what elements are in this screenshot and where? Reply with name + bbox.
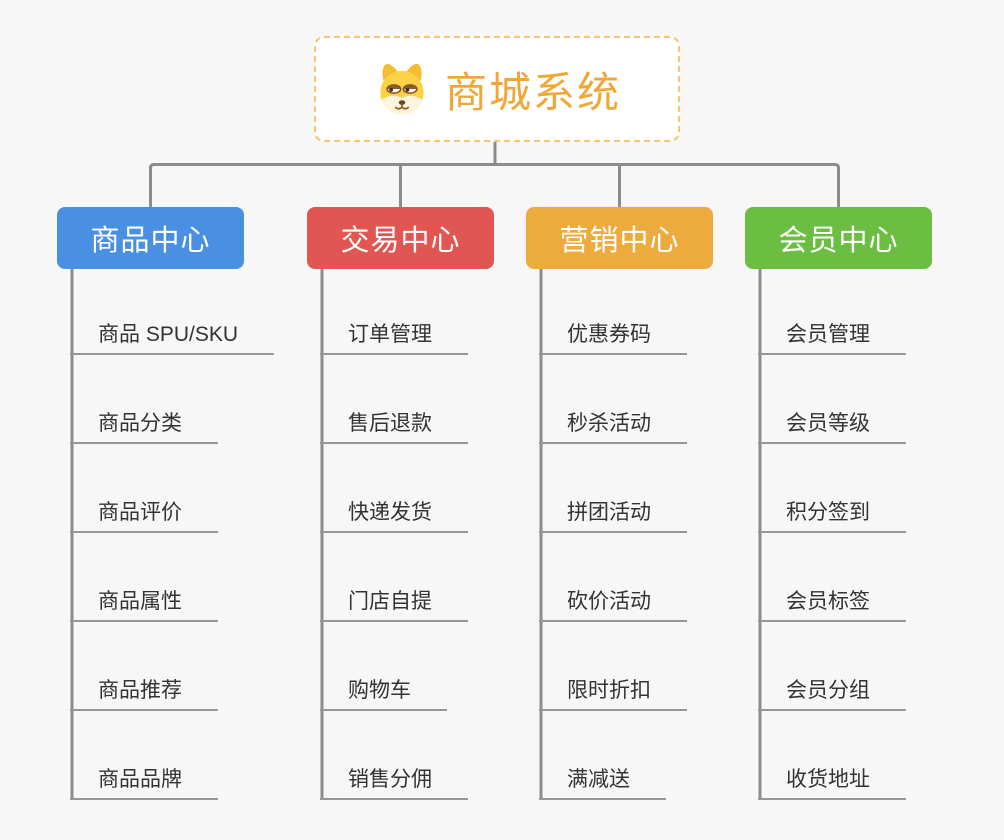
child-node[interactable]: 会员管理 bbox=[758, 310, 906, 355]
branch-label: 交易中心 bbox=[340, 225, 461, 257]
child-node[interactable]: 会员分组 bbox=[758, 666, 906, 711]
branch-node-trade-center[interactable]: 交易中心 bbox=[307, 207, 494, 269]
branch-node-marketing-center[interactable]: 营销中心 bbox=[526, 207, 713, 269]
child-node[interactable]: 商品分类 bbox=[70, 399, 218, 444]
child-node[interactable]: 销售分佣 bbox=[320, 755, 468, 800]
child-node[interactable]: 拼团活动 bbox=[539, 488, 687, 533]
child-node[interactable]: 商品推荐 bbox=[70, 666, 218, 711]
child-node[interactable]: 售后退款 bbox=[320, 399, 468, 444]
root-node-title: 商城系统 bbox=[444, 68, 621, 116]
child-node[interactable]: 商品品牌 bbox=[70, 755, 218, 800]
child-node[interactable]: 会员等级 bbox=[758, 399, 906, 444]
child-node[interactable]: 优惠券码 bbox=[539, 310, 687, 355]
child-node[interactable]: 秒杀活动 bbox=[539, 399, 687, 444]
child-node[interactable]: 满减送 bbox=[539, 755, 666, 800]
child-node[interactable]: 门店自提 bbox=[320, 577, 468, 622]
branch-label: 营销中心 bbox=[559, 225, 680, 257]
child-node[interactable]: 积分签到 bbox=[758, 488, 906, 533]
child-node[interactable]: 会员标签 bbox=[758, 577, 906, 622]
branch-label: 会员中心 bbox=[778, 225, 899, 257]
child-node[interactable]: 商品 SPU/SKU bbox=[70, 310, 275, 355]
child-node[interactable]: 限时折扣 bbox=[539, 666, 687, 711]
doge-dog-icon bbox=[380, 63, 424, 115]
branch-label: 商品中心 bbox=[90, 225, 211, 257]
child-node[interactable]: 收货地址 bbox=[758, 755, 906, 800]
child-node[interactable]: 商品评价 bbox=[70, 488, 218, 533]
child-node[interactable]: 砍价活动 bbox=[539, 577, 687, 622]
child-node[interactable]: 快递发货 bbox=[320, 488, 468, 533]
root-node[interactable]: 商城系统 bbox=[314, 36, 680, 142]
child-node[interactable]: 订单管理 bbox=[320, 310, 468, 355]
child-node[interactable]: 商品属性 bbox=[70, 577, 218, 622]
child-node[interactable]: 购物车 bbox=[320, 666, 447, 711]
branch-node-product-center[interactable]: 商品中心 bbox=[57, 207, 244, 269]
branch-node-member-center[interactable]: 会员中心 bbox=[745, 207, 932, 269]
